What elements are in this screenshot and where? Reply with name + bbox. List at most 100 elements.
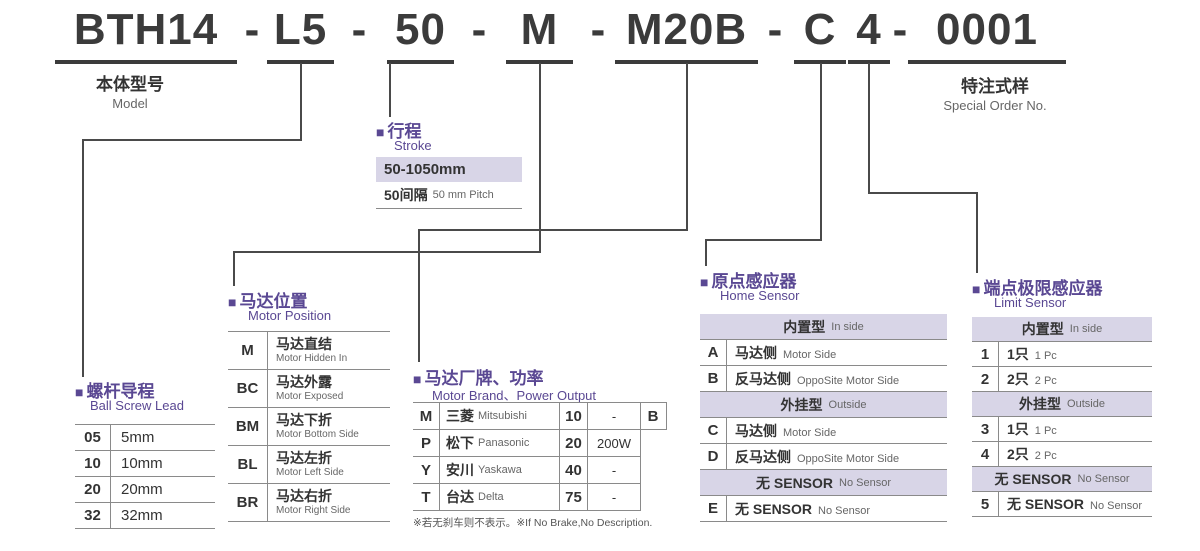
description-cell: 1只 1 Pc bbox=[999, 419, 1057, 439]
limit-sensor-heading: ■端点极限感应器 bbox=[972, 274, 1102, 299]
stroke-title-zh: 行程 bbox=[387, 122, 422, 141]
table-row: C 马达侧 Motor Side bbox=[700, 418, 947, 444]
table-row: BL 马达左折 Motor Left Side bbox=[228, 446, 390, 484]
power-code-cell: 10 bbox=[560, 403, 588, 429]
home-sensor-table: 内置型 In side A 马达侧 Motor Side B 反马达侧 Oppo… bbox=[700, 314, 947, 522]
stroke-range-row: 50-1050mm bbox=[376, 157, 522, 182]
brand-zh: 台达 bbox=[446, 489, 474, 505]
square-marker-icon: ■ bbox=[376, 124, 385, 140]
motor-brand-title-en: Motor Brand、Power Output bbox=[432, 388, 597, 403]
description-cell: 无 SENSOR No Sensor bbox=[999, 494, 1142, 514]
power-value-cell: - bbox=[588, 484, 641, 510]
description-cell: 马达外露 Motor Exposed bbox=[268, 374, 344, 402]
connector-line-motor-position bbox=[233, 251, 541, 253]
code-cell: T bbox=[413, 484, 440, 510]
stroke-pitch-en: 50 mm Pitch bbox=[432, 189, 494, 201]
square-marker-icon: ■ bbox=[972, 281, 981, 297]
code-cell: A bbox=[700, 340, 727, 365]
position-en: Motor Exposed bbox=[276, 390, 344, 402]
position-en: Motor Left Side bbox=[276, 466, 344, 478]
code-cell: 32 bbox=[75, 503, 111, 528]
sensor-en: Motor Side bbox=[783, 348, 837, 361]
position-zh: 马达直结 bbox=[276, 336, 332, 353]
position-zh: 马达右折 bbox=[276, 488, 332, 505]
group-zh: 无 SENSOR bbox=[994, 471, 1072, 487]
brand-en: Delta bbox=[478, 491, 504, 503]
connector-line-home-sensor bbox=[705, 239, 707, 266]
code-cell: B bbox=[700, 366, 727, 391]
motor-position-title-zh: 马达位置 bbox=[239, 292, 308, 311]
separator-dash: - bbox=[471, 5, 487, 54]
sensor-en: No Sensor bbox=[818, 504, 870, 517]
ball-screw-title-zh: 螺杆导程 bbox=[86, 382, 155, 401]
sensor-en: 2 Pc bbox=[1034, 450, 1057, 462]
brand-cell: 安川 Yaskawa bbox=[440, 457, 560, 483]
description-cell: 无 SENSOR No Sensor bbox=[727, 499, 870, 519]
connector-line-limit-sensor bbox=[868, 192, 978, 194]
motor-brand-note: ※若无刹车则不表示。※If No Brake,No Description. bbox=[413, 515, 652, 530]
brand-zh: 松下 bbox=[446, 435, 474, 451]
position-en: Motor Right Side bbox=[276, 504, 351, 516]
sensor-en: 1 Pc bbox=[1034, 425, 1057, 437]
model-segment-motor-position: M bbox=[506, 2, 573, 64]
motor-brand-title-zh: 马达厂牌、功率 bbox=[424, 369, 544, 388]
code-cell: M bbox=[413, 403, 440, 429]
table-row: 32 32mm bbox=[75, 503, 215, 529]
table-row: Y 安川 Yaskawa 40 - bbox=[413, 457, 641, 484]
limit-sensor-title-zh: 端点极限感应器 bbox=[983, 279, 1103, 298]
description-cell: 马达右折 Motor Right Side bbox=[268, 488, 351, 516]
brand-cell: 三菱 Mitsubishi bbox=[440, 403, 560, 429]
special-order-label: 特注式样 Special Order No. bbox=[915, 72, 1075, 113]
sensor-en: OppoSite Motor Side bbox=[797, 452, 900, 465]
motor-position-title-en: Motor Position bbox=[248, 308, 332, 323]
model-segment-stroke: 50 bbox=[387, 2, 454, 64]
brake-option-cell: B bbox=[640, 402, 667, 430]
connector-line-limit-sensor bbox=[868, 63, 870, 194]
ball-screw-table: 05 5mm 10 10mm 20 20mm 32 32mm bbox=[75, 424, 215, 529]
description-cell: 反马达侧 OppoSite Motor Side bbox=[727, 447, 899, 467]
description-cell: 反马达侧 OppoSite Motor Side bbox=[727, 369, 899, 389]
description-cell: 马达下折 Motor Bottom Side bbox=[268, 412, 359, 439]
connector-line-motor-brand bbox=[418, 229, 688, 231]
stroke-pitch-row: 50间隔 50 mm Pitch bbox=[376, 182, 522, 209]
brand-zh: 安川 bbox=[446, 462, 474, 478]
power-value-cell: - bbox=[588, 403, 641, 429]
stroke-table: 50-1050mm 50间隔 50 mm Pitch bbox=[376, 157, 522, 209]
note-en: ※If No Brake,No Description. bbox=[516, 517, 653, 529]
code-cell: BM bbox=[228, 408, 268, 445]
connector-line-stroke bbox=[389, 63, 391, 117]
connector-line-lead bbox=[82, 139, 302, 141]
table-row: M 三菱 Mitsubishi 10 - bbox=[413, 403, 641, 430]
description-cell: 2只 2 Pc bbox=[999, 444, 1057, 464]
limit-sensor-title-en: Limit Sensor bbox=[994, 295, 1067, 310]
description-cell: 马达侧 Motor Side bbox=[727, 343, 836, 363]
description-cell: 马达侧 Motor Side bbox=[727, 421, 836, 441]
square-marker-icon: ■ bbox=[413, 371, 422, 387]
separator-dash: - bbox=[892, 5, 908, 54]
code-cell: BC bbox=[228, 370, 268, 407]
stroke-heading: ■行程 bbox=[376, 117, 421, 142]
table-row: 4 2只 2 Pc bbox=[972, 442, 1152, 467]
table-row: 1 1只 1 Pc bbox=[972, 342, 1152, 367]
table-row: BM 马达下折 Motor Bottom Side bbox=[228, 408, 390, 446]
sensor-zh: 反马达侧 bbox=[735, 448, 791, 465]
code-cell: P bbox=[413, 430, 440, 456]
code-cell: BR bbox=[228, 484, 268, 521]
table-row: E 无 SENSOR No Sensor bbox=[700, 496, 947, 522]
group-zh: 外挂型 bbox=[1019, 396, 1062, 412]
table-row: BR 马达右折 Motor Right Side bbox=[228, 484, 390, 522]
separator-dash: - bbox=[351, 5, 367, 54]
connector-line-home-sensor bbox=[820, 63, 822, 241]
power-code-cell: 20 bbox=[560, 430, 588, 456]
connector-line-motor-position bbox=[539, 63, 541, 253]
code-cell: 1 bbox=[972, 342, 999, 366]
code-cell: 05 bbox=[75, 425, 111, 450]
table-row: M 马达直结 Motor Hidden In bbox=[228, 332, 390, 370]
description-cell: 1只 1 Pc bbox=[999, 344, 1057, 364]
group-zh: 无 SENSOR bbox=[756, 474, 834, 491]
separator-dash: - bbox=[590, 5, 606, 54]
description-cell: 马达直结 Motor Hidden In bbox=[268, 336, 347, 363]
group-en: No Sensor bbox=[1077, 473, 1130, 485]
group-header-row: 无 SENSOR No Sensor bbox=[700, 470, 947, 496]
